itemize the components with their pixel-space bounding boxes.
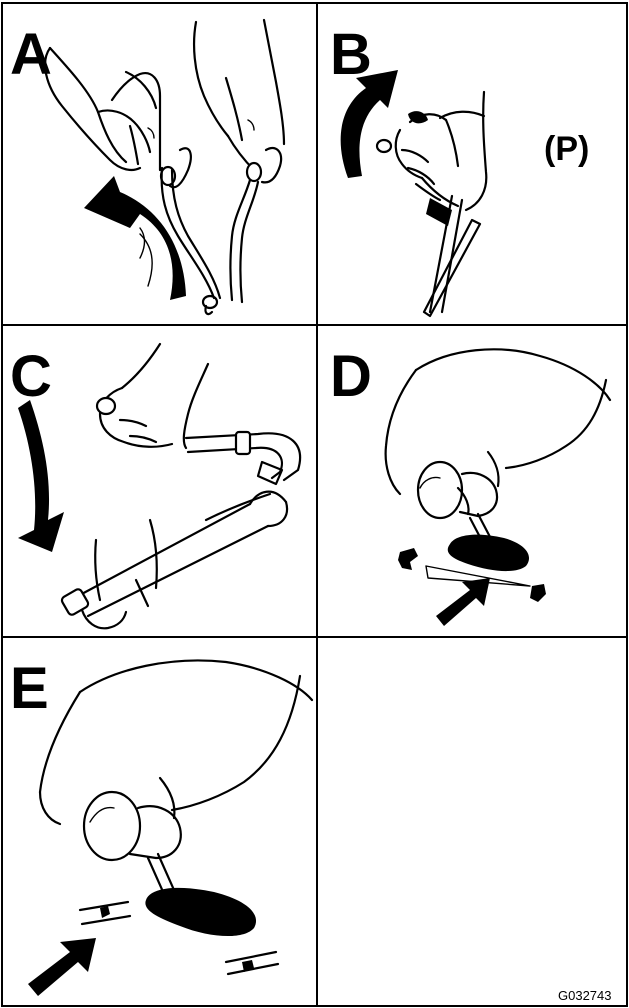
panel-d: D [330,344,610,626]
parking-brake-symbol: (P) [544,130,589,168]
insert-arrow-icon-e [28,938,96,996]
latch-left-icon [398,548,418,570]
figure-code-label: G032743 [558,988,612,1003]
panel-d-letter: D [330,344,372,409]
panel-e: E [10,656,312,996]
panel-c: C [10,344,300,628]
hand-with-tool-illustration [386,349,610,518]
hand-on-lever-illustration [97,344,208,448]
gripping-hand-illustration [377,92,486,210]
upper-lever-bar [186,432,300,484]
slot-and-tool-e [145,854,256,936]
panel-grid [2,3,627,1006]
right-hand-illustration [194,20,284,182]
lower-lever-with-hand [60,492,287,629]
panel-c-letter: C [10,344,52,409]
hand-with-tool-illustration-e [40,660,312,860]
insert-arrow-icon [436,578,490,626]
push-down-arrow-icon [18,400,64,552]
left-hand-illustration [45,48,191,187]
slot-and-tool [426,514,530,586]
parking-brake-lever [424,196,480,316]
panel-a: A [10,20,284,314]
panel-b: B (P) [330,22,589,316]
latch-right-icon [530,584,546,602]
cotter-pin-right [231,180,259,302]
rotation-arrow-icon [84,176,186,300]
panel-e-letter: E [10,656,49,721]
